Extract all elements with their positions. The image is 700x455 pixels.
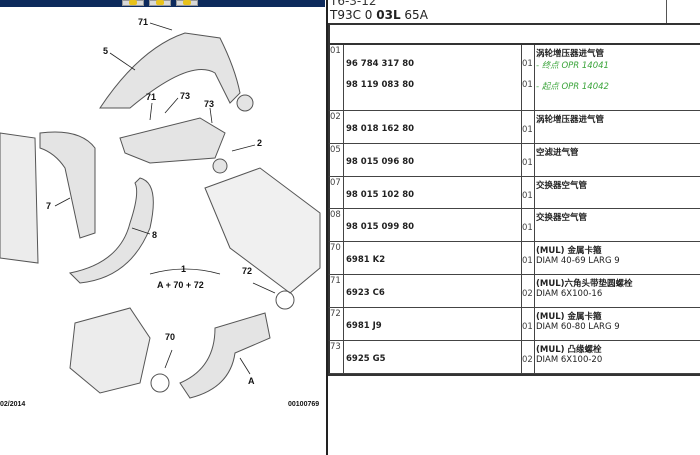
part-spec: DIAM 60-80 LARG 9 — [536, 322, 620, 332]
table-row[interactable]: 73 6925 G5 02 (MUL) 凸缘螺栓 DIAM 6X100-20 — [328, 341, 700, 374]
quantity: 01 — [522, 256, 533, 266]
part-description: (MUL) 金属卡箍 — [536, 312, 602, 322]
part-number[interactable]: 98 018 162 80 — [346, 124, 415, 134]
part-5-pipe — [99, 32, 241, 109]
callout-70: 70 — [165, 332, 175, 342]
clamp-70 — [150, 373, 170, 393]
part-spec: DIAM 6X100-20 — [536, 355, 603, 365]
quantity: 01 — [522, 80, 533, 90]
part-number[interactable]: 98 015 096 80 — [346, 157, 415, 167]
part-number[interactable]: 98 015 102 80 — [346, 190, 415, 200]
part-description: (MUL)六角头带垫圆螺栓 — [536, 279, 633, 289]
section-code: T6-3-12 — [330, 0, 377, 8]
formula-top: 1 — [181, 264, 186, 274]
part-7-pipe — [39, 131, 96, 239]
part-description: 空滤进气管 — [536, 148, 579, 158]
panel-divider[interactable] — [326, 0, 328, 455]
part-8-pipe — [68, 177, 154, 284]
part-description: 交换器空气管 — [536, 213, 588, 223]
part-number[interactable]: 98 015 099 80 — [346, 222, 415, 232]
table-row[interactable]: 02 98 018 162 80 01 涡轮增压器进气管 — [328, 111, 700, 144]
hose-end-5 — [236, 94, 254, 112]
part-A-pipe — [179, 312, 271, 399]
air-filter-box — [204, 167, 321, 294]
part-description: (MUL) 凸缘螺栓 — [536, 345, 602, 355]
hose-end-2 — [212, 158, 228, 174]
table-row[interactable]: 72 6981 J9 01 (MUL) 金属卡箍 DIAM 60-80 LARG… — [328, 308, 700, 341]
row-ref: 02 — [330, 112, 341, 122]
part-description: (MUL) 金属卡箍 — [536, 246, 602, 256]
diagram-panel: 71 5 71 73 73 2 7 8 72 70 A 1 A + 70 + 7… — [0, 0, 327, 455]
part-number[interactable]: 6981 J9 — [346, 321, 382, 331]
part-number[interactable]: 98 119 083 80 — [346, 80, 415, 90]
row-ref: 07 — [330, 178, 341, 188]
row-ref: 72 — [330, 309, 341, 319]
callout-A: A — [248, 376, 255, 386]
part-spec: DIAM 40-69 LARG 9 — [536, 256, 620, 266]
row-ref: 05 — [330, 145, 341, 155]
part-2-pipe — [119, 117, 226, 164]
zoom-fit-button[interactable] — [176, 0, 198, 6]
table-header-blank — [328, 23, 700, 45]
callout-8: 8 — [152, 230, 157, 240]
formula-bottom: A + 70 + 72 — [157, 280, 204, 290]
part-description: 涡轮增压器进气管 — [536, 49, 605, 59]
table-row[interactable]: 08 98 015 099 80 01 交换器空气管 — [328, 209, 700, 242]
quantity: 01 — [522, 158, 533, 168]
zoom-out-icon — [156, 0, 164, 5]
row-ref: 01 — [330, 46, 341, 56]
part-number[interactable]: 6981 K2 — [346, 255, 386, 265]
intercooler — [0, 132, 39, 264]
table-row[interactable]: 05 98 015 096 80 01 空滤进气管 — [328, 144, 700, 177]
clamp-72 — [275, 290, 295, 310]
table-row[interactable]: 01 96 784 317 80 98 119 083 80 01 01 涡轮增… — [328, 45, 700, 111]
callout-7: 7 — [46, 201, 51, 211]
exploded-parts-diagram: 71 5 71 73 73 2 7 8 72 70 A 1 A + 70 + 7… — [0, 17, 321, 408]
variant-note: - 终点 OPR 14041 — [536, 61, 609, 71]
part-description: 涡轮增压器进气管 — [536, 115, 605, 125]
callout-5: 5 — [103, 46, 108, 56]
table-row[interactable]: 70 6981 K2 01 (MUL) 金属卡箍 DIAM 40-69 LARG… — [328, 242, 700, 275]
zoom-out-button[interactable] — [149, 0, 171, 6]
row-ref: 70 — [330, 243, 341, 253]
diagram-date: 02/2014 — [0, 401, 25, 408]
quantity: 02 — [522, 289, 533, 299]
callout-2: 2 — [257, 138, 262, 148]
row-ref: 08 — [330, 210, 341, 220]
quantity: 01 — [522, 125, 533, 135]
part-number[interactable]: 6923 C6 — [346, 288, 385, 298]
zoom-fit-icon — [183, 0, 191, 5]
variant-note: - 起点 OPR 14042 — [536, 82, 609, 92]
part-description: 交换器空气管 — [536, 181, 588, 191]
table-row[interactable]: 07 98 015 102 80 01 交换器空气管 — [328, 177, 700, 209]
callout-71: 71 — [146, 92, 156, 102]
parts-list-panel: T6-3-12 T93C 0 03L 65A 01 96 784 317 80 … — [328, 0, 700, 455]
row-ref: 73 — [330, 342, 341, 352]
row-ref: 71 — [330, 276, 341, 286]
parts-header: T6-3-12 T93C 0 03L 65A — [328, 0, 700, 25]
diagram-toolbar — [0, 0, 325, 7]
callout-73-right: 73 — [204, 99, 214, 109]
quantity: 01 — [522, 223, 533, 233]
zoom-in-icon — [129, 0, 137, 5]
quantity: 01 — [522, 59, 533, 69]
table-row[interactable]: 71 6923 C6 02 (MUL)六角头带垫圆螺栓 DIAM 6X100-1… — [328, 275, 700, 308]
quantity: 01 — [522, 191, 533, 201]
callout-72: 72 — [242, 266, 252, 276]
quantity: 01 — [522, 322, 533, 332]
zoom-in-button[interactable] — [122, 0, 144, 6]
quantity: 02 — [522, 355, 533, 365]
diagram-ref: 00100769 — [288, 401, 319, 408]
callout-73: 73 — [180, 91, 190, 101]
vehicle-code: T93C 0 03L 65A — [330, 8, 428, 22]
part-spec: DIAM 6X100-16 — [536, 289, 603, 299]
part-number[interactable]: 96 784 317 80 — [346, 59, 415, 69]
turbocharger — [69, 307, 151, 394]
callout-71-top: 71 — [138, 17, 148, 27]
part-number[interactable]: 6925 G5 — [346, 354, 386, 364]
